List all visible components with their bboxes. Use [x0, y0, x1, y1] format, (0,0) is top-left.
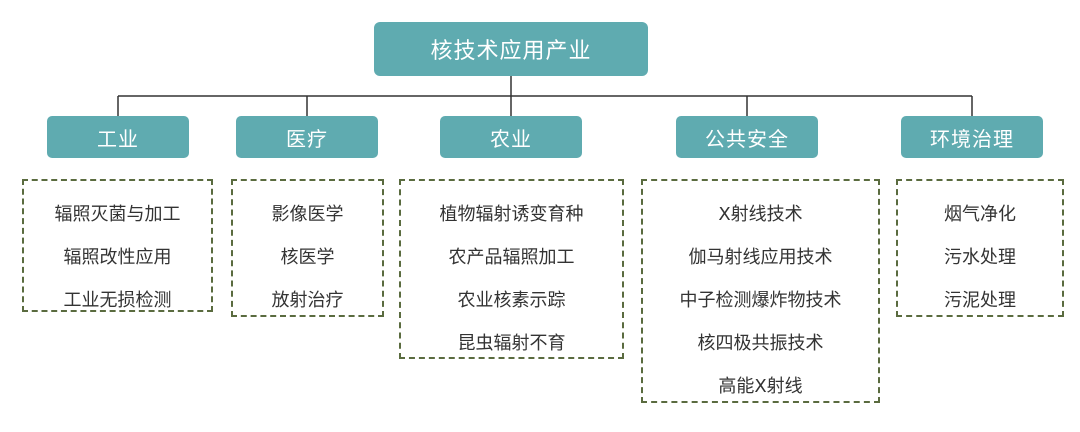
list-item: 植物辐射诱变育种 — [439, 204, 584, 225]
list-item: X射线技术 — [718, 204, 803, 225]
item-group-medical: 影像医学 核医学 放射治疗 — [231, 179, 384, 317]
list-item: 核医学 — [280, 247, 335, 268]
category-node-environment: 环境治理 — [901, 116, 1043, 158]
list-item: 影像医学 — [271, 204, 344, 225]
list-item: 高能X射线 — [718, 376, 803, 397]
category-label-agriculture: 农业 — [490, 126, 532, 151]
item-group-public-safety: X射线技术 伽马射线应用技术 中子检测爆炸物技术 核四极共振技术 高能X射线 — [641, 179, 880, 403]
list-item: 昆虫辐射不育 — [457, 333, 566, 354]
list-item: 辐照改性应用 — [63, 247, 172, 268]
item-group-agriculture: 植物辐射诱变育种 农产品辐照加工 农业核素示踪 昆虫辐射不育 — [399, 179, 624, 359]
list-item: 农业核素示踪 — [457, 290, 566, 311]
item-group-industry: 辐照灭菌与加工 辐照改性应用 工业无损检测 — [22, 179, 213, 312]
category-label-medical: 医疗 — [286, 126, 328, 151]
list-item: 核四极共振技术 — [697, 333, 824, 354]
category-label-public-safety: 公共安全 — [705, 126, 789, 151]
root-node-label: 核技术应用产业 — [430, 39, 592, 64]
category-node-medical: 医疗 — [236, 116, 378, 158]
list-item: 工业无损检测 — [63, 290, 172, 311]
category-label-environment: 环境治理 — [930, 126, 1014, 151]
category-node-agriculture: 农业 — [440, 116, 582, 158]
list-item: 伽马射线应用技术 — [688, 247, 833, 268]
item-group-environment: 烟气净化 污水处理 污泥处理 — [896, 179, 1064, 317]
root-node: 核技术应用产业 — [374, 22, 648, 76]
list-item: 污水处理 — [944, 247, 1016, 268]
list-item: 烟气净化 — [944, 204, 1016, 225]
category-node-industry: 工业 — [47, 116, 189, 158]
category-label-industry: 工业 — [97, 126, 139, 151]
category-node-public-safety: 公共安全 — [676, 116, 818, 158]
list-item: 辐照灭菌与加工 — [54, 204, 181, 225]
list-item: 农产品辐照加工 — [448, 247, 575, 268]
list-item: 污泥处理 — [944, 290, 1016, 311]
list-item: 中子检测爆炸物技术 — [679, 290, 842, 311]
list-item: 放射治疗 — [271, 290, 344, 311]
